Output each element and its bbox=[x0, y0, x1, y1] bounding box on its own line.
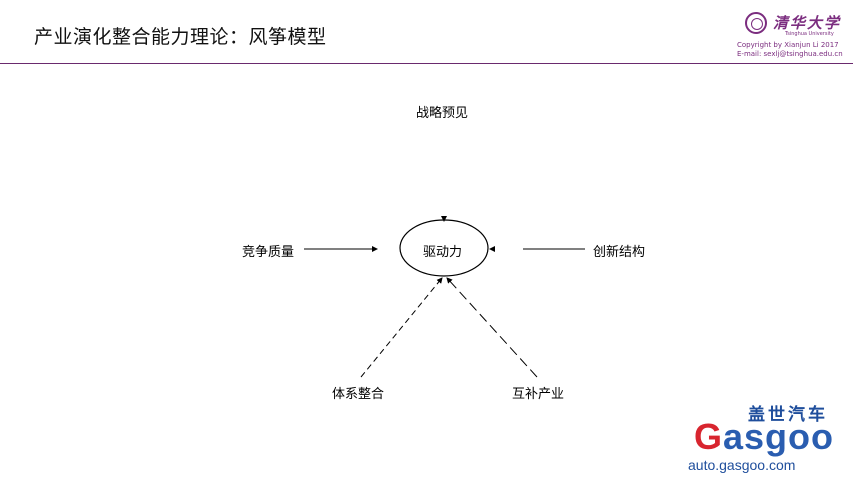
gasgoo-logo: Gasgoo bbox=[694, 416, 834, 458]
gasgoo-logo-g: G bbox=[694, 416, 724, 457]
node-bottom-right-complementary-industry: 互补产业 bbox=[512, 387, 565, 402]
university-brand: 清华大学 Tsinghua University Copyright by Xi… bbox=[737, 12, 847, 62]
university-name-cn: 清华大学 bbox=[773, 14, 842, 32]
node-bottom-left-system-integration: 体系整合 bbox=[332, 387, 385, 402]
watermark-name-cn: 盖世汽车 bbox=[748, 405, 828, 425]
node-center-driving-force: 驱动力 bbox=[423, 245, 463, 260]
email-text: E-mail: sexlj@tsinghua.edu.cn bbox=[737, 50, 843, 58]
slide-title: 产业演化整合能力理论：风筝模型 bbox=[34, 26, 327, 48]
node-left-competition-quality: 竞争质量 bbox=[242, 245, 295, 260]
watermark-url: auto.gasgoo.com bbox=[688, 457, 796, 473]
bottom-left-arrow bbox=[360, 277, 443, 378]
node-top-strategic-foresight: 战略预见 bbox=[416, 106, 469, 121]
bottom-right-arrow bbox=[446, 277, 538, 378]
gasgoo-watermark: 盖世汽车 Gasgoo auto.gasgoo.com bbox=[676, 400, 851, 480]
university-name-en: Tsinghua University bbox=[785, 31, 834, 37]
university-seal-icon bbox=[745, 12, 767, 34]
title-divider bbox=[0, 63, 853, 64]
copyright-text: Copyright by Xianjun Li 2017 bbox=[737, 41, 839, 49]
gasgoo-logo-rest: asgoo bbox=[723, 416, 835, 457]
node-right-innovation-structure: 创新结构 bbox=[593, 245, 646, 260]
